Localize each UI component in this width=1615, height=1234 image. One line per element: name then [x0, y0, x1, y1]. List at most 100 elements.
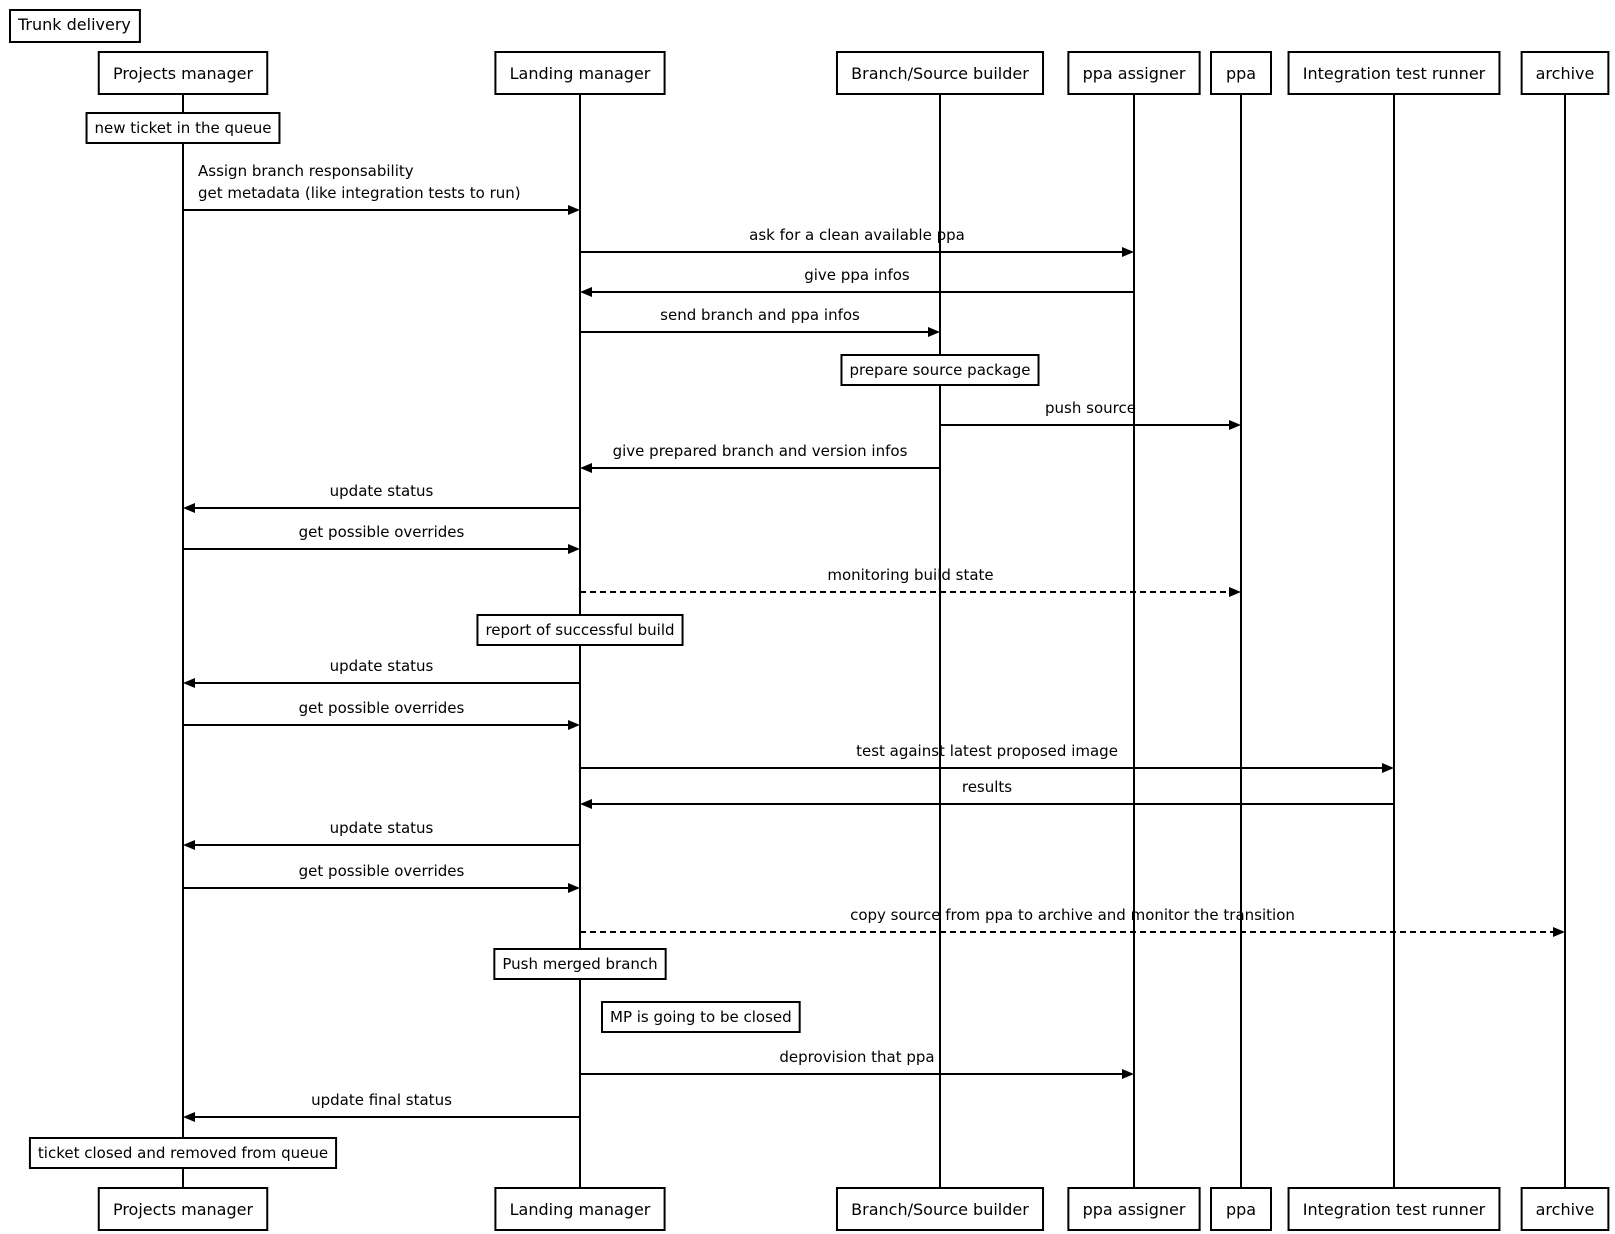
note-label: MP is going to be closed [610, 1008, 792, 1026]
participant-ppaa-top: ppa assigner [1067, 51, 1201, 95]
title-box [9, 9, 141, 43]
participant-label: ppa [1226, 64, 1256, 83]
note-label: Push merged branch [502, 955, 657, 973]
lifelines [182, 94, 1566, 1188]
participant-ppa-top: ppa [1210, 51, 1272, 95]
message-label: update status [330, 819, 434, 837]
participant-label: ppa assigner [1083, 64, 1186, 83]
participant-box [1520, 51, 1610, 95]
message-label: get metadata (like integration tests to … [198, 184, 521, 202]
note-box [85, 112, 281, 144]
participant-bsb-top: Branch/Source builder [835, 51, 1045, 95]
participant-bsb-bottom: Branch/Source builder [835, 1187, 1045, 1231]
participant-box [1210, 51, 1272, 95]
arrowhead-icon [1122, 247, 1134, 257]
message-label: get possible overrides [299, 699, 465, 717]
note: prepare source package [840, 354, 1040, 386]
participant-box [835, 1187, 1045, 1231]
participant-label: Landing manager [510, 64, 651, 83]
participant-lm-bottom: Landing manager [494, 1187, 666, 1231]
message-label: push source [1045, 399, 1136, 417]
note-label: ticket closed and removed from queue [38, 1144, 328, 1162]
note: new ticket in the queue [85, 112, 281, 144]
message-label: Assign branch responsability [198, 162, 414, 180]
message-label: send branch and ppa infos [660, 306, 860, 324]
arrowhead-icon [568, 883, 580, 893]
message-label: deprovision that ppa [779, 1048, 934, 1066]
message-arrow: get possible overrides [183, 523, 580, 554]
participant-label: Projects manager [113, 64, 254, 83]
participant-label: Landing manager [510, 1200, 651, 1219]
arrowhead-icon [1229, 587, 1241, 597]
messages: Assign branch responsability get metadata… [183, 162, 1565, 1122]
message-arrow: update status [183, 819, 580, 850]
message-label: get possible overrides [299, 523, 465, 541]
message-arrow: copy source from ppa to archive and moni… [580, 906, 1565, 937]
arrowhead-icon [183, 678, 195, 688]
arrowhead-icon [1553, 927, 1565, 937]
participant-pm-bottom: Projects manager [97, 1187, 269, 1231]
participant-box [1520, 1187, 1610, 1231]
participant-label: ppa [1226, 1200, 1256, 1219]
participant-pm-top: Projects manager [97, 51, 269, 95]
message-arrow: get possible overrides [183, 862, 580, 893]
message-label: update final status [311, 1091, 452, 1109]
notes: new ticket in the queue prepare source pa… [28, 112, 1040, 1169]
arrowhead-icon [1229, 420, 1241, 430]
arrowhead-icon [183, 1112, 195, 1122]
message-arrow: update status [183, 657, 580, 688]
participant-box [97, 51, 269, 95]
participant-box [494, 51, 666, 95]
participants-bottom: Projects manager Landing manager Branch/So… [97, 1187, 1610, 1231]
message-arrow: deprovision that ppa [580, 1048, 1134, 1079]
message-arrow: send branch and ppa infos [580, 306, 940, 337]
participant-label: Integration test runner [1303, 64, 1486, 83]
message-arrow: give ppa infos [580, 266, 1134, 297]
participant-label: Projects manager [113, 1200, 254, 1219]
arrowhead-icon [928, 327, 940, 337]
arrowhead-icon [183, 840, 195, 850]
message-arrow: results [580, 778, 1394, 809]
arrowhead-icon [568, 205, 580, 215]
message-label: monitoring build state [827, 566, 993, 584]
arrowhead-icon [183, 503, 195, 513]
message-label: get possible overrides [299, 862, 465, 880]
message-arrow: test against latest proposed image [580, 742, 1394, 773]
message-arrow: give prepared branch and version infos [580, 442, 940, 473]
participant-itr-top: Integration test runner [1287, 51, 1501, 95]
participant-box [1287, 1187, 1501, 1231]
participant-label: archive [1536, 64, 1595, 83]
message-arrow: Assign branch responsability get metadata… [183, 162, 580, 215]
message-label: give ppa infos [804, 266, 910, 284]
message-label: ask for a clean available ppa [749, 226, 965, 244]
arrowhead-icon [580, 287, 592, 297]
participant-ppaa-bottom: ppa assigner [1067, 1187, 1201, 1231]
message-arrow: update final status [183, 1091, 580, 1122]
note-box [493, 948, 667, 980]
participant-box [97, 1187, 269, 1231]
message-label: give prepared branch and version infos [613, 442, 908, 460]
note-box [601, 1001, 801, 1033]
message-arrow: get possible overrides [183, 699, 580, 730]
note: Push merged branch [493, 948, 667, 980]
note-box [476, 614, 684, 646]
message-arrow: push source [940, 399, 1241, 430]
diagram-title: Trunk delivery [9, 9, 141, 43]
arrowhead-icon [1122, 1069, 1134, 1079]
participant-itr-bottom: Integration test runner [1287, 1187, 1501, 1231]
note-label: new ticket in the queue [95, 119, 272, 137]
participant-box [1287, 51, 1501, 95]
note-box [28, 1137, 338, 1169]
participant-box [1067, 1187, 1201, 1231]
participant-box [835, 51, 1045, 95]
arrowhead-icon [580, 463, 592, 473]
message-arrow: monitoring build state [580, 566, 1241, 597]
participant-arc-bottom: archive [1520, 1187, 1610, 1231]
participant-label: Integration test runner [1303, 1200, 1486, 1219]
participant-box [1210, 1187, 1272, 1231]
note-label: report of successful build [485, 621, 674, 639]
participant-arc-top: archive [1520, 51, 1610, 95]
message-label: results [962, 778, 1012, 796]
title-text: Trunk delivery [17, 15, 131, 34]
